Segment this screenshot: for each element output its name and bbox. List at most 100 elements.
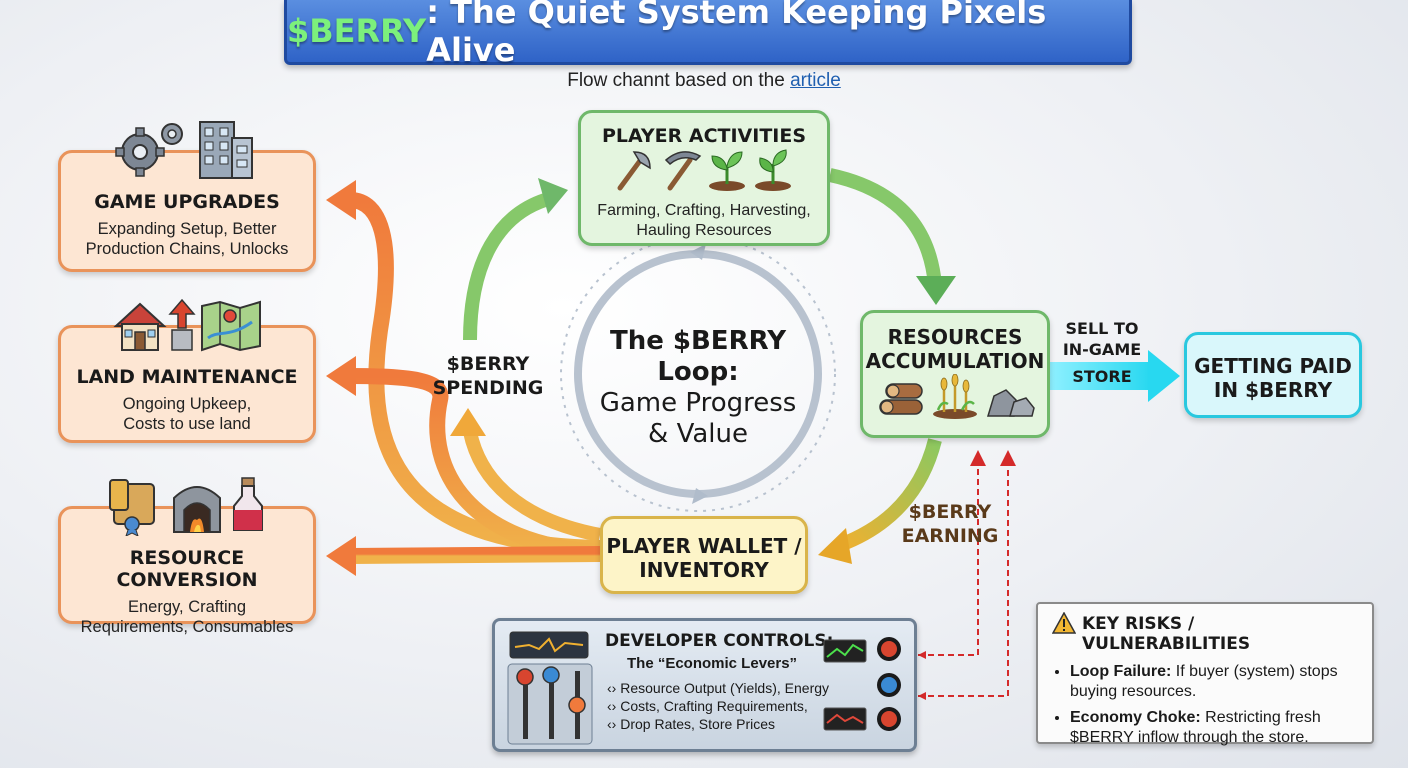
player-activities-heading: PLAYER ACTIVITIES bbox=[601, 125, 807, 147]
lever-item: ‹› Resource Output (Yields), Energy bbox=[607, 680, 830, 696]
developer-controls-list: ‹› Resource Output (Yields), Energy ‹› C… bbox=[607, 679, 829, 733]
dev-line-2 bbox=[918, 450, 1016, 697]
key-risks-list: Loop Failure: If buyer (system) stops bu… bbox=[1052, 662, 1358, 748]
spending-line2: SPENDING bbox=[432, 377, 544, 399]
rocks-icon bbox=[986, 389, 1035, 417]
pickaxe-icon bbox=[664, 151, 702, 191]
arrow-to-conversion bbox=[349, 546, 601, 564]
logs-icon bbox=[879, 383, 923, 415]
center-loop-dashed bbox=[560, 236, 836, 512]
land-maintenance-heading: LAND MAINTENANCE bbox=[76, 366, 298, 388]
lever-item: ‹› Drop Rates, Store Prices bbox=[607, 716, 776, 732]
center-loop-text: The $BERRY Loop: Game Progress & Value bbox=[588, 326, 808, 450]
risk-item: Economy Choke: Restricting fresh $BERRY … bbox=[1070, 708, 1358, 748]
article-link[interactable]: article bbox=[790, 70, 841, 91]
wallet-line1: PLAYER WALLET / bbox=[606, 534, 802, 558]
arrow-earning bbox=[837, 438, 942, 552]
arrowhead-land bbox=[326, 356, 356, 396]
paid-line1: GETTING PAID bbox=[1194, 354, 1352, 378]
developer-controls-title: DEVELOPER CONTROLS: bbox=[605, 631, 834, 651]
resource-conversion-line1: Energy, Crafting bbox=[128, 598, 246, 616]
dev-arrow-in-1 bbox=[918, 651, 926, 659]
up-arrow-icon bbox=[168, 298, 196, 351]
arrowhead-upgrades bbox=[326, 180, 356, 220]
key-risks-title: KEY RISKS / VULNERABILITIES bbox=[1052, 612, 1358, 654]
subtitle-text: Flow channt based on the bbox=[567, 70, 791, 91]
sell-line2: IN-GAME bbox=[1062, 340, 1142, 359]
resource-conversion-line2: Requirements, Consumables bbox=[80, 618, 294, 636]
developer-controls-panel: DEVELOPER CONTROLS: The “Economic Levers… bbox=[492, 618, 917, 752]
sell-line3: STORE bbox=[1072, 367, 1132, 386]
center-line1: The $BERRY bbox=[609, 326, 787, 356]
game-upgrades-line1: Expanding Setup, Better bbox=[97, 220, 277, 238]
furnace-icon bbox=[173, 486, 221, 533]
land-maintenance-line1: Ongoing Upkeep, bbox=[122, 395, 252, 413]
arrow-activities-to-resources bbox=[828, 168, 942, 286]
knob-red-icon[interactable] bbox=[875, 705, 903, 733]
axe-icon bbox=[617, 151, 651, 191]
gears-icon bbox=[115, 123, 183, 177]
knob-red-icon[interactable] bbox=[875, 635, 903, 663]
paid-line2: IN $BERRY bbox=[1213, 378, 1333, 402]
resources-line1: RESOURCES bbox=[887, 325, 1023, 349]
title-banner: $BERRY: The Quiet System Keeping Pixels … bbox=[284, 0, 1132, 69]
arrowhead-resources bbox=[916, 276, 956, 305]
center-line4: & Value bbox=[648, 419, 748, 449]
player-activities-line2: Hauling Resources bbox=[636, 222, 772, 239]
dev-line-1 bbox=[918, 450, 986, 656]
knob-blue-icon[interactable] bbox=[875, 671, 903, 699]
title-token: $BERRY bbox=[287, 12, 427, 50]
center-line3: Game Progress bbox=[599, 388, 797, 418]
game-upgrades-line2: Production Chains, Unlocks bbox=[85, 240, 289, 258]
wallet-line2: INVENTORY bbox=[639, 558, 769, 582]
sprout-icon bbox=[755, 149, 791, 191]
arrowhead-wallet bbox=[818, 528, 852, 564]
earning-line2: EARNING bbox=[901, 525, 999, 547]
center-line2: Loop: bbox=[657, 357, 739, 387]
arrowhead-spending-green bbox=[538, 178, 568, 214]
building-icon bbox=[199, 121, 253, 179]
sell-line1: SELL TO bbox=[1065, 319, 1139, 338]
monitor-red-icon bbox=[823, 707, 867, 731]
scroll-icon bbox=[109, 479, 155, 536]
arrow-spending-green bbox=[463, 193, 548, 341]
land-maintenance-line2: Costs to use land bbox=[123, 415, 251, 433]
map-icon bbox=[201, 300, 261, 352]
arrowhead-conversion bbox=[326, 536, 356, 576]
monitor-green-icon bbox=[823, 639, 867, 663]
arrow-spending-orange bbox=[463, 430, 602, 542]
lever-item: ‹› Costs, Crafting Requirements, bbox=[607, 698, 808, 714]
player-activities-line1: Farming, Crafting, Harvesting, bbox=[597, 202, 811, 219]
arrow-sell-shaft bbox=[1050, 362, 1150, 390]
risk-item: Loop Failure: If buyer (system) stops bu… bbox=[1070, 662, 1358, 702]
sprout-icon bbox=[709, 151, 745, 191]
house-icon bbox=[113, 302, 167, 351]
game-upgrades-heading: GAME UPGRADES bbox=[94, 191, 280, 213]
arrow-to-land bbox=[349, 368, 601, 560]
potion-icon bbox=[233, 477, 263, 531]
earning-line1: $BERRY bbox=[908, 501, 992, 523]
dev-arrow-in-2 bbox=[918, 692, 926, 700]
ring-arrow-top bbox=[690, 244, 706, 260]
arrowhead-spending-orange bbox=[450, 408, 486, 436]
wheat-icon bbox=[933, 374, 977, 419]
resources-line2: ACCUMULATION bbox=[865, 349, 1045, 373]
key-risks-note: KEY RISKS / VULNERABILITIES Loop Failure… bbox=[1036, 602, 1374, 746]
waveform-icon bbox=[509, 631, 589, 659]
warning-icon bbox=[1052, 612, 1076, 634]
spending-line1: $BERRY bbox=[446, 353, 530, 375]
arrow-to-upgrades bbox=[349, 192, 601, 556]
player-activities-box: PLAYER ACTIVITIES Farming, Crafting, Har… bbox=[578, 110, 830, 246]
sell-label: SELL TO IN-GAME STORE bbox=[1052, 318, 1152, 387]
player-wallet-box: PLAYER WALLET /INVENTORY bbox=[600, 516, 808, 594]
resource-conversion-heading: RESOURCE CONVERSION bbox=[116, 547, 258, 591]
developer-controls-subtitle: The “Economic Levers” bbox=[627, 655, 798, 672]
title-text: : The Quiet System Keeping Pixels Alive bbox=[426, 0, 1047, 69]
ring-arrow-bottom bbox=[692, 488, 708, 504]
subtitle: Flow channt based on the article bbox=[0, 70, 1408, 92]
